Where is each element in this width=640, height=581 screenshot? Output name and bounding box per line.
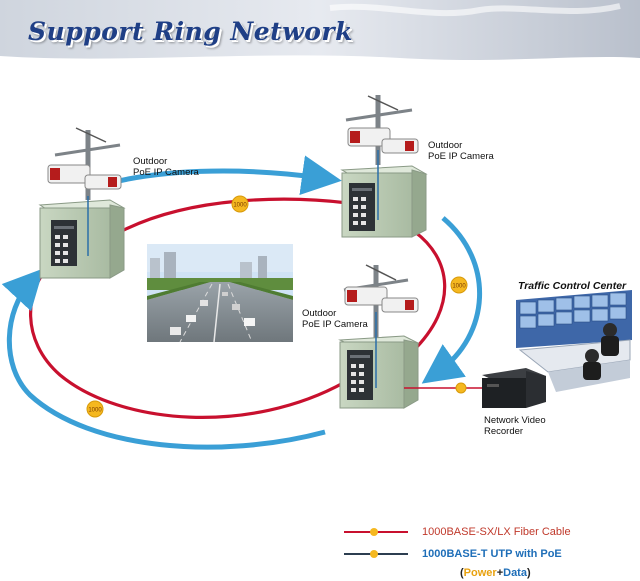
cabinet-left: [38, 127, 126, 279]
camera-bottom-right-label: Outdoor PoE IP Camera: [302, 308, 368, 330]
legend-utp-label: 1000BASE-T UTP with PoE: [422, 548, 562, 560]
camera-top-right-label-line1: Outdoor: [428, 140, 463, 151]
camera-bottom-right-label-line2: PoE IP Camera: [302, 319, 368, 330]
link-badge-bottom-label: 1000: [88, 408, 102, 414]
legend-sub-open: (: [460, 567, 464, 579]
camera-bottom-right-label-line1: Outdoor: [302, 308, 337, 319]
link-badge-right-label: 1000: [452, 284, 466, 290]
cabinet-bottom-right: [338, 264, 420, 409]
legend-fiber-badge: [370, 528, 378, 536]
legend-utp-badge: [370, 550, 378, 558]
legend-sub-power: Power: [463, 567, 497, 579]
legend-swatches: [344, 528, 408, 558]
link-badge-top: 1000: [231, 195, 249, 213]
nvr-device: [482, 368, 546, 408]
camera-left-label: Outdoor PoE IP Camera: [133, 156, 199, 178]
legend-sub-data: Data: [503, 567, 527, 579]
camera-top-right-label: Outdoor PoE IP Camera: [428, 140, 494, 162]
camera-top-right-label-line2: PoE IP Camera: [428, 151, 494, 162]
legend-utp-sublabel: (Power+Data): [460, 567, 531, 579]
link-badge-bottom: 1000: [86, 400, 104, 418]
title-banner: [0, 0, 640, 66]
camera-left-label-line1: Outdoor: [133, 156, 168, 167]
highway-photo: [147, 244, 293, 343]
nvr-label: Network Video Recorder: [484, 415, 546, 437]
cabinet-top-right: [340, 95, 428, 238]
page-title: Support Ring Network: [28, 17, 353, 46]
utp-link-to-nvr: [404, 382, 490, 394]
nvr-label-line1: Network Video: [484, 415, 546, 426]
traffic-control-center-illustration: [516, 290, 632, 392]
link-badge-right: 1000: [450, 276, 468, 294]
nvr-label-line2: Recorder: [484, 426, 524, 437]
traffic-control-center-label: Traffic Control Center: [518, 280, 627, 292]
legend-sub-close: ): [526, 567, 531, 579]
ring-direction-arrows: [1, 155, 483, 450]
legend-fiber-label: 1000BASE-SX/LX Fiber Cable: [422, 526, 571, 538]
legend-sub-plus: +: [496, 567, 504, 579]
link-badge-top-label: 1000: [233, 203, 247, 209]
camera-left-label-line2: PoE IP Camera: [133, 167, 199, 178]
